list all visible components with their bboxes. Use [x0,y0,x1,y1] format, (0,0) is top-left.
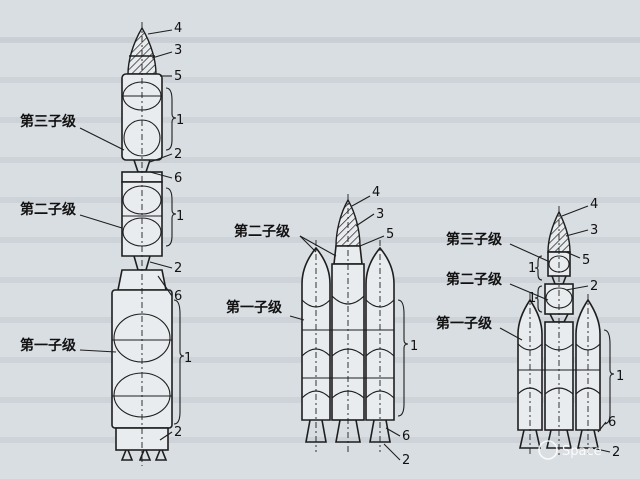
label-stage2-c: 第二子级 [446,271,503,288]
num-2-c-bot: 2 [612,445,620,460]
rocket-serial [111,22,173,466]
watermark-text: Space [562,444,602,459]
num-4-b: 4 [372,185,380,200]
rocket-serial-parallel [517,206,601,456]
label-stage2-a: 第二子级 [20,201,77,218]
num-3-c: 3 [590,223,598,238]
num-1-b: 1 [410,339,418,354]
label-stage3-a: 第三子级 [20,113,77,130]
stage-labels: 第三子级 第二子级 第一子级 第二子级 第一子级 第三子级 第二子级 第一子级 [20,113,503,354]
label-stage2-b: 第二子级 [234,223,291,240]
num-5-c: 5 [582,253,590,268]
num-5-a: 5 [174,69,182,84]
rocket-parallel [301,194,395,452]
label-stage1-c: 第一子级 [436,315,493,332]
num-2-a-bot: 2 [174,425,182,440]
num-4-a: 4 [174,21,182,36]
leader-lines [79,29,615,461]
num-1-a-bot: 1 [184,351,192,366]
num-1-c-bot: 1 [616,369,624,384]
num-4-c: 4 [590,197,598,212]
label-stage3-c: 第三子级 [446,231,503,248]
num-1-a-mid: 1 [176,209,184,224]
label-stage1-a: 第一子级 [20,337,77,354]
num-2-a-mid: 2 [174,261,182,276]
num-3-a: 3 [174,43,182,58]
num-1-c-top: 1 [528,261,536,276]
num-2-c: 2 [590,279,598,294]
num-6-a-mid: 6 [174,289,182,304]
num-6-b: 6 [402,429,410,444]
num-6-a-top: 6 [174,171,182,186]
part-numbers: 4 3 5 1 2 6 1 2 6 1 2 4 3 5 1 6 2 4 3 5 … [174,21,624,468]
num-2-b: 2 [402,453,410,468]
num-5-b: 5 [386,227,394,242]
watermark: Space [538,440,602,460]
label-stage1-b: 第一子级 [226,299,283,316]
num-1-a-top: 1 [176,113,184,128]
num-6-c: 6 [608,415,616,430]
num-3-b: 3 [376,207,384,222]
num-1-c-mid: 1 [528,291,536,306]
wechat-logo-icon [538,440,558,460]
num-2-a-top: 2 [174,147,182,162]
